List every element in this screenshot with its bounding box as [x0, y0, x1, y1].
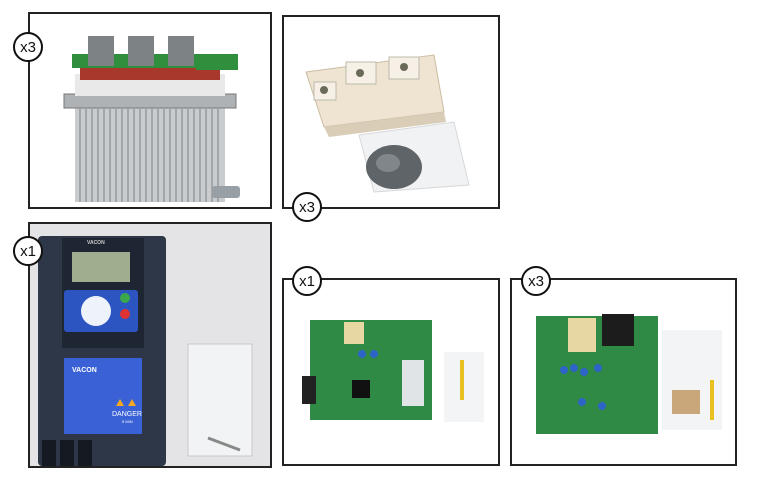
quantity-badge: x3: [521, 266, 551, 296]
quantity-badge: x1: [13, 236, 43, 266]
drive-unit-image: VACON VACON DANGER 5 MIN: [38, 236, 253, 466]
driver-board-image: [536, 314, 722, 434]
quantity-badge: x3: [292, 192, 322, 222]
quantity-badge: x1: [292, 266, 322, 296]
igbt-module-image: [305, 54, 470, 193]
logo-text: VACON: [87, 240, 105, 246]
kit-panel-control-board: [282, 278, 500, 466]
quantity-label: x3: [528, 272, 544, 290]
control-board-image: [302, 320, 484, 422]
quantity-label: x3: [299, 198, 315, 216]
logo-text: VACON: [72, 367, 97, 374]
heatsink-assembly-image: [63, 36, 240, 202]
quantity-label: x1: [20, 242, 36, 260]
kit-panel-heatsink: [28, 12, 272, 209]
quantity-label: x1: [299, 272, 315, 290]
quantity-badge: x3: [13, 32, 43, 62]
warning-text: DANGER: [112, 411, 142, 418]
kit-panel-igbt-module: [282, 15, 500, 209]
kit-panel-drive-unit: VACON VACON DANGER 5 MIN: [28, 222, 272, 468]
kit-panel-driver-board: [510, 278, 737, 466]
warning-subtext: 5 MIN: [122, 419, 133, 424]
quantity-label: x3: [20, 38, 36, 56]
